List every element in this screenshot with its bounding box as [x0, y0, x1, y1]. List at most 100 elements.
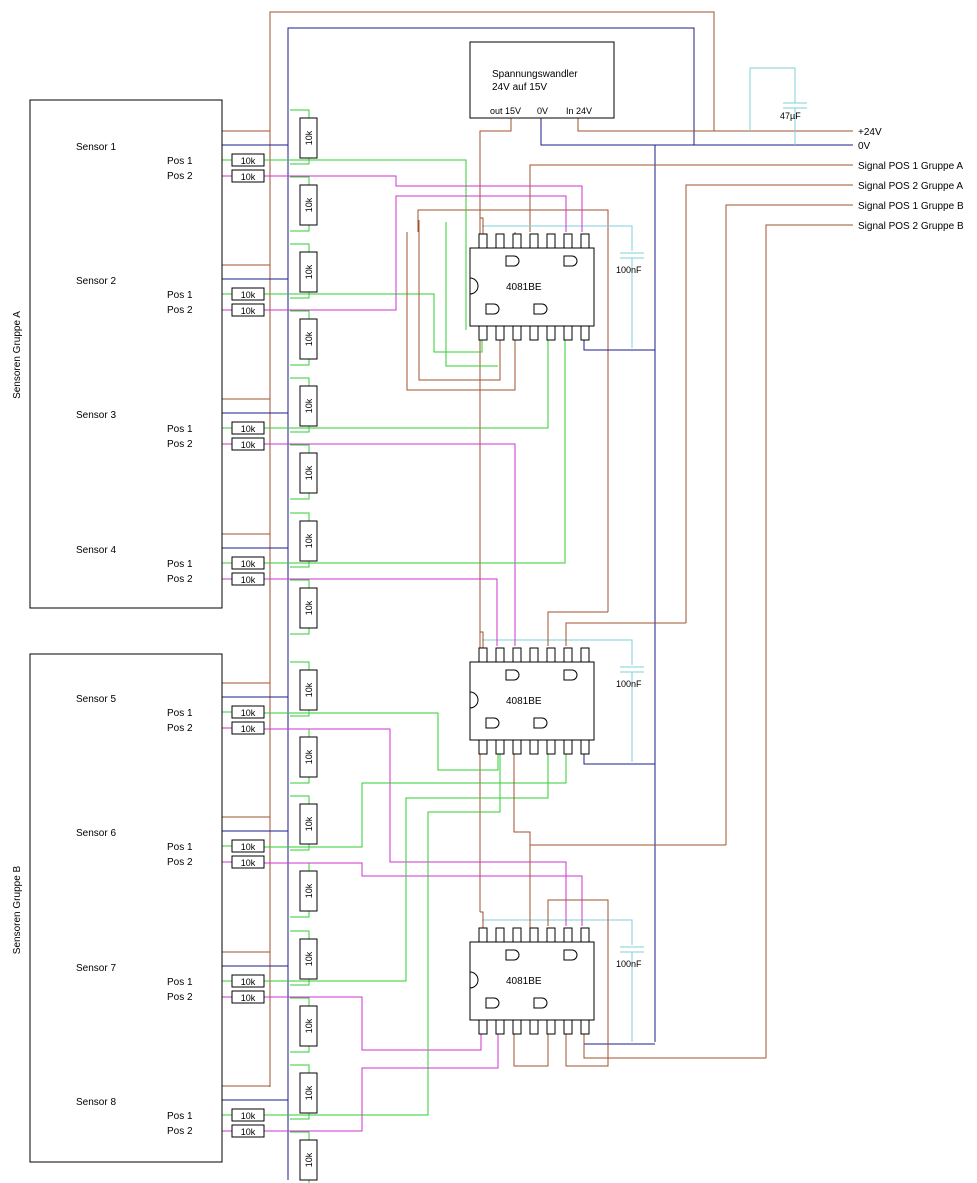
- sensor-name: Sensor 2: [76, 276, 116, 287]
- pulldown-bottom-wire: [290, 426, 310, 433]
- pulldown-resistor: [299, 1139, 318, 1181]
- pulldown-resistor: [299, 587, 318, 629]
- sensor-name: Sensor 8: [76, 1097, 116, 1108]
- pulldown-bottom-wire: [290, 292, 310, 299]
- and-gate-symbol: [533, 997, 548, 1009]
- chip-pin: [529, 1019, 539, 1035]
- resistor-value: 10k: [241, 993, 256, 1003]
- chip-notch: [469, 691, 479, 709]
- sensor-pos2-label: Pos 2: [167, 439, 193, 450]
- chip1-feedback: [445, 222, 498, 367]
- capacitor-100nf-label: 100nF: [616, 679, 642, 689]
- pulldown-top-wire: [290, 661, 310, 670]
- pulldown-top-wire: [290, 109, 310, 118]
- chip3-out-b: [583, 1034, 766, 1059]
- pulldown-resistor: [299, 1005, 318, 1047]
- series-resistor: [231, 421, 265, 435]
- pulldown-top-wire: [290, 444, 310, 453]
- resistor-value: 10k: [304, 951, 314, 966]
- series-resistor: [231, 556, 265, 570]
- chip-pin: [563, 233, 573, 249]
- series-resistor: [231, 287, 265, 301]
- sensor-name: Sensor 4: [76, 545, 116, 556]
- chip-notch: [469, 277, 479, 295]
- resistor-value: 10k: [304, 600, 314, 615]
- converter-pin-gnd: 0V: [537, 106, 548, 116]
- chip-ground-wire: [583, 340, 655, 351]
- resistor-value: 10k: [304, 197, 314, 212]
- pulldown-top-wire: [290, 862, 310, 871]
- chip2-to-chip3: [513, 754, 531, 926]
- resistor-value: 10k: [241, 842, 256, 852]
- resistor-value: 10k: [241, 290, 256, 300]
- pulldown-resistor: [299, 385, 318, 427]
- pulldown-bottom-wire: [290, 561, 310, 568]
- chip-supply-wire: [480, 217, 484, 234]
- sensor-name: Sensor 3: [76, 410, 116, 421]
- resistor-value: 10k: [241, 724, 256, 734]
- resistor-value: 10k: [304, 130, 314, 145]
- resistor-value: 10k: [304, 264, 314, 279]
- sensor-name: Sensor 1: [76, 142, 116, 153]
- sensor-pos1-label: Pos 1: [167, 842, 193, 853]
- and-gate-symbol: [563, 949, 578, 961]
- chip1-feedback: [418, 220, 501, 381]
- converter-pin-in: In 24V: [566, 106, 592, 116]
- pulldown-top-wire: [290, 579, 310, 588]
- capacitor-100nf-label: 100nF: [616, 959, 642, 969]
- sensor4-pos2-route: [264, 578, 498, 646]
- pulldown-resistor: [299, 184, 318, 226]
- sensor-pos2-label: Pos 2: [167, 171, 193, 182]
- resistor-value: 10k: [304, 1085, 314, 1100]
- resistor-value: 10k: [241, 172, 256, 182]
- sensor-name: Sensor 5: [76, 694, 116, 705]
- chip-pin: [580, 647, 590, 663]
- series-resistor: [231, 705, 265, 719]
- rail-label-pos1-b: Signal POS 1 Gruppe B: [858, 201, 964, 212]
- sensor3-pos2-route: [264, 443, 516, 646]
- resistor-value: 10k: [304, 398, 314, 413]
- chip-pin: [546, 1019, 556, 1035]
- sensor8-pos2-route: [264, 1034, 499, 1132]
- pulldown-top-wire: [290, 512, 310, 521]
- resistor-value: 10k: [241, 977, 256, 987]
- series-resistor: [231, 855, 265, 869]
- pulldown-resistor: [299, 117, 318, 159]
- converter-in-wire: [577, 118, 714, 132]
- pulldown-bottom-wire: [290, 979, 310, 986]
- pulldown-resistor: [299, 520, 318, 562]
- pulldown-bottom-wire: [290, 710, 310, 717]
- decoupling-wire: [482, 225, 633, 251]
- sensor4-pos1-route: [264, 340, 566, 564]
- resistor-value: 10k: [241, 1111, 256, 1121]
- chip-pin: [580, 325, 590, 341]
- and-gate-symbol: [505, 255, 520, 267]
- supply-15v-wire: [479, 118, 512, 912]
- converter-subtitle: 24V auf 15V: [492, 82, 547, 93]
- pulldown-bottom-wire: [290, 493, 310, 500]
- series-resistor: [231, 1124, 265, 1138]
- sensor-pos2-label: Pos 2: [167, 305, 193, 316]
- chip-pin: [563, 927, 573, 943]
- sensor-pos2-label: Pos 2: [167, 857, 193, 868]
- sensor-pos2-label: Pos 2: [167, 723, 193, 734]
- chip-pin: [478, 927, 488, 943]
- pulldown-top-wire: [290, 997, 310, 1006]
- series-resistor: [231, 153, 265, 167]
- chip-pin: [529, 233, 539, 249]
- sensor-pos2-label: Pos 2: [167, 1126, 193, 1137]
- chip-pin: [512, 927, 522, 943]
- chip-pin: [478, 325, 488, 341]
- sensor-name: Sensor 6: [76, 828, 116, 839]
- pulldown-resistor: [299, 669, 318, 711]
- pulldown-resistor: [299, 938, 318, 980]
- chip-pin: [495, 647, 505, 663]
- chip-pin: [546, 739, 556, 755]
- converter-title: Spannungswandler: [492, 69, 578, 80]
- sensor5-pos2-route: [264, 728, 567, 926]
- pulldown-bottom-wire: [308, 1180, 310, 1183]
- sensor2-pos1-route: [264, 293, 483, 353]
- resistor-value: 10k: [241, 424, 256, 434]
- pulldown-top-wire: [290, 377, 310, 386]
- rail-label-pos2-b: Signal POS 2 Gruppe B: [858, 221, 964, 232]
